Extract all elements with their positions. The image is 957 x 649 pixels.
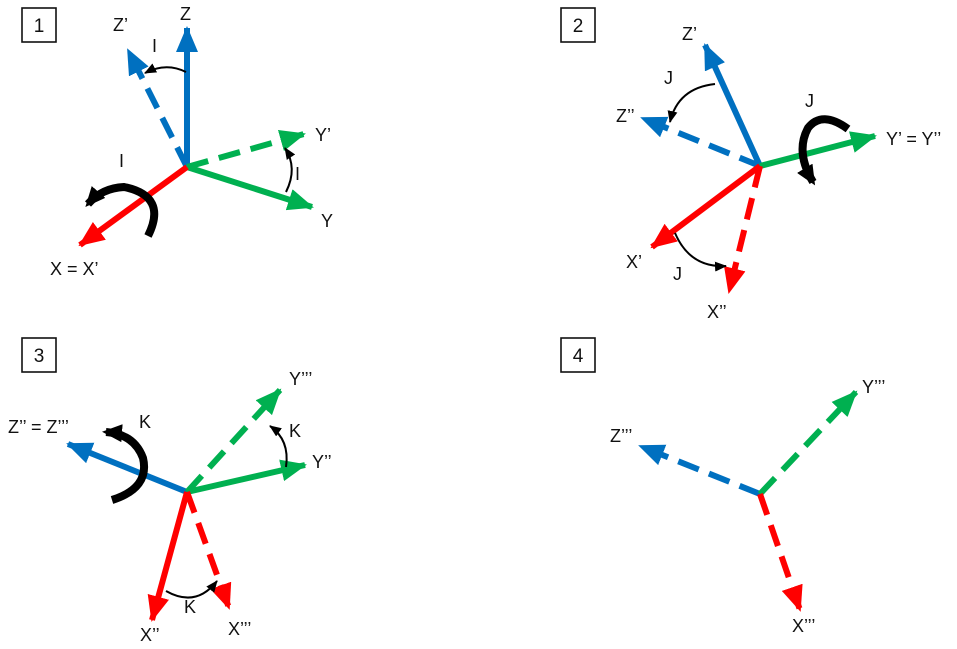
panel-1-number-box — [21, 7, 57, 43]
panel-1-y-axis — [186, 164, 314, 211]
panel-3-y-axis — [186, 459, 307, 495]
panel-3-number: 3 — [34, 346, 45, 367]
panel-2-z-label: Z’ — [682, 24, 697, 44]
panel-1-y-rotation-arc — [284, 147, 296, 193]
panel-3: 3 Z’’ = Z’’’ Y’’ Y’’’ X’’ X’’’ K K K — [8, 337, 332, 645]
panel-1-angle-label: I — [152, 36, 157, 56]
panel-2-x-label: X’ — [626, 252, 642, 272]
panel-1-z-rotated-label: Z’ — [113, 15, 128, 35]
panel-3-x-rotated-label: X’’’ — [228, 619, 251, 639]
panel-1-angle-label: I — [295, 164, 300, 184]
panel-2-number: 2 — [573, 16, 584, 37]
panel-2-z-axis — [702, 43, 763, 168]
panel-3-number-box — [21, 337, 57, 373]
panel-1-y-label: Y — [321, 211, 333, 231]
panel-4-y-label: Y’’’ — [862, 377, 885, 397]
panel-2-y-label: Y’ = Y’’ — [886, 129, 941, 149]
panel-1-number: 1 — [34, 16, 45, 37]
panel-2: 2 Z’ Z’’ Y’ = Y’’ X’ X’’ J J J — [560, 7, 941, 322]
panel-3-y-rotated-label: Y’’’ — [289, 369, 312, 389]
panel-4: 4 Z’’’ Y’’’ X’’’ — [560, 337, 885, 636]
panel-1: 1 Z Z’ Y Y’ X = X’ I I I — [21, 4, 333, 279]
panel-4-y-axis — [757, 389, 859, 497]
panel-2-y-rotation-icon — [797, 115, 851, 186]
panel-4-x-label: X’’’ — [792, 616, 815, 636]
panel-1-y-rotated-label: Y’ — [315, 125, 331, 145]
panel-4-number: 4 — [573, 346, 584, 367]
panel-1-z-label: Z — [180, 4, 191, 24]
panel-2-angle-label: J — [805, 91, 814, 111]
panel-3-x-rotation-arc — [165, 580, 218, 599]
panel-2-y-axis — [759, 131, 877, 169]
panel-3-angle-label: K — [139, 412, 151, 432]
panel-4-number-box — [560, 337, 596, 373]
panel-1-z-rotation-arc — [144, 63, 187, 74]
panel-3-y-rotated-axis — [184, 387, 283, 495]
panel-1-z-rotated-axis — [125, 48, 190, 169]
panel-2-x-rotated-axis — [724, 165, 763, 294]
panel-1-y-rotated-axis — [186, 129, 306, 170]
panel-3-angle-label: K — [184, 597, 196, 617]
panel-2-angle-label: J — [673, 264, 682, 284]
panel-3-y-label: Y’’ — [312, 452, 332, 472]
panel-2-z-rotated-axis — [640, 115, 762, 169]
panel-2-x-rotated-label: X’’ — [707, 302, 727, 322]
panel-1-x-label: X = X’ — [50, 259, 99, 279]
panel-3-y-rotation-arc — [269, 425, 288, 468]
panel-2-x-axis — [650, 163, 762, 250]
panel-1-x-axis — [78, 164, 189, 248]
panel-4-z-axis — [638, 443, 762, 497]
panel-4-x-axis — [757, 493, 803, 612]
panel-2-z-rotation-arc — [667, 83, 716, 123]
panel-1-angle-label: I — [119, 151, 124, 171]
panel-2-number-box — [560, 7, 596, 43]
panel-3-x-axis — [147, 491, 190, 622]
panel-2-z-rotated-label: Z’’ — [616, 106, 635, 126]
panel-2-angle-label: J — [664, 68, 673, 88]
panel-2-x-rotation-arc — [674, 232, 727, 272]
panel-4-z-label: Z’’’ — [610, 426, 632, 446]
panel-3-z-label: Z’’ = Z’’’ — [8, 417, 69, 437]
panel-3-z-axis — [66, 441, 189, 495]
panel-3-angle-label: K — [289, 421, 301, 441]
panel-3-x-label: X’’ — [140, 625, 160, 645]
panel-1-x-rotation-icon — [84, 182, 159, 238]
panel-3-z-rotation-icon — [102, 424, 148, 504]
panel-3-x-rotated-axis — [184, 490, 232, 610]
